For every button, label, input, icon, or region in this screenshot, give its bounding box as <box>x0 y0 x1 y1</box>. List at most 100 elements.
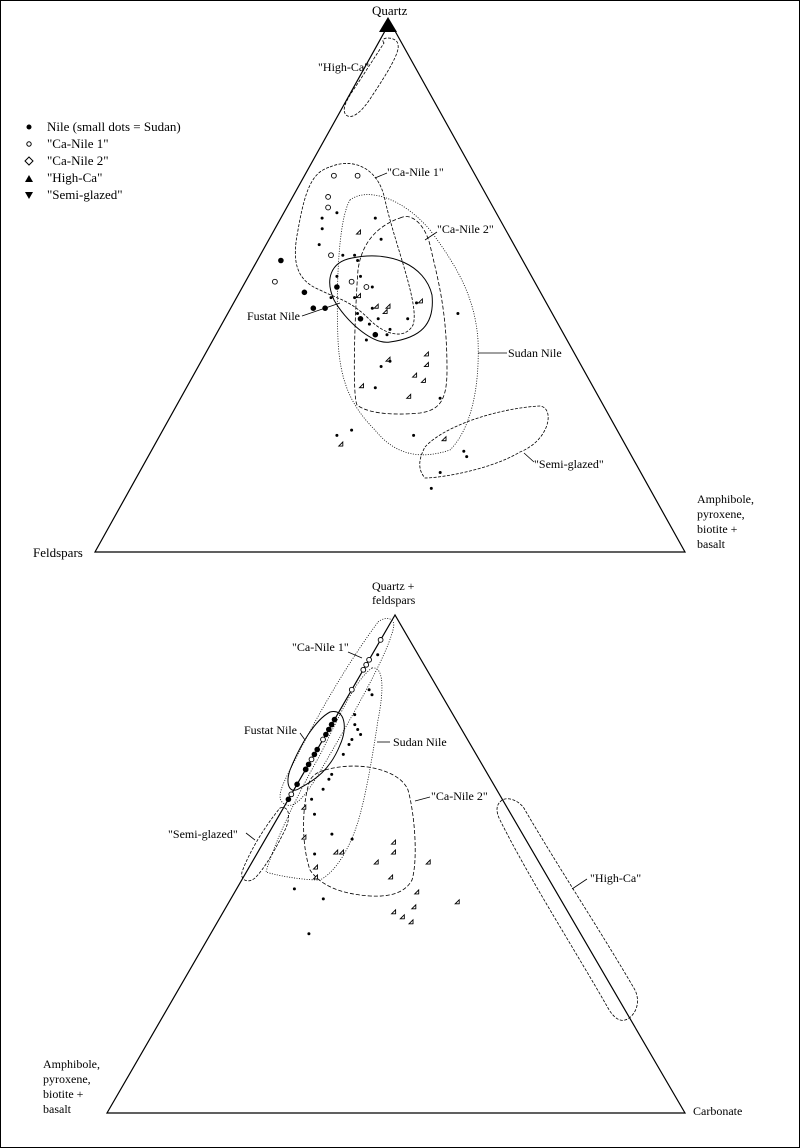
legend-label-nile: Nile (small dots = Sudan) <box>47 119 181 134</box>
top-point-fustat-nile-6 <box>310 305 317 312</box>
bottom-apex-label-left-2: pyroxene, <box>43 1072 91 1086</box>
bottom-field-label-semi-glazed: "Semi-glazed" <box>168 827 238 841</box>
top-point-ca-nile-2-14 <box>411 372 418 378</box>
top-point-ca-nile-2-12 <box>405 393 412 399</box>
bottom-point-nile-sudan-5 <box>356 728 360 731</box>
bottom-point-ca-nile-2-2 <box>332 848 339 855</box>
top-triangle-frame <box>93 20 687 553</box>
bottom-leader-ca-nile-2 <box>414 796 431 802</box>
top-point-nile-sudan-27 <box>465 455 469 459</box>
top-point-ca-nile-1-2 <box>325 194 331 200</box>
top-point-nile-sudan-2 <box>379 237 383 241</box>
bottom-apex-label-top-2: feldspars <box>372 593 416 607</box>
bottom-point-semi-glazed-1 <box>240 0 246 871</box>
bottom-apex-label-left-3: biotite + <box>43 1087 84 1101</box>
top-point-nile-sudan-10 <box>329 296 333 300</box>
top-field-semi-glazed <box>419 405 549 479</box>
bottom-apex-label-left-4: basalt <box>43 1102 72 1116</box>
top-point-ca-nile-1-3 <box>325 204 331 211</box>
top-point-ca-nile-2-4 <box>384 303 391 309</box>
top-apex-label-right-4: basalt <box>697 537 726 551</box>
top-field-label-sudan-nile: Sudan Nile <box>508 346 562 360</box>
bottom-field-high-ca <box>496 798 638 1021</box>
bottom-point-ca-nile-1-8 <box>288 791 295 798</box>
top-field-label-ca-nile-1: "Ca-Nile 1" <box>387 165 444 179</box>
top-point-nile-sudan-19 <box>388 359 392 363</box>
top-apex-label-right-1: Amphibole, <box>697 492 754 506</box>
legend-label-high-ca: "High-Ca" <box>47 170 102 185</box>
top-leader-ca-nile-2 <box>424 231 438 241</box>
bottom-ternary-plot: Quartz + feldspars Amphibole, pyroxene, … <box>43 0 742 1118</box>
legend-symbol-high-ca <box>25 175 33 182</box>
top-point-nile-sudan-30 <box>456 312 460 315</box>
top-point-nile-sudan-3 <box>353 253 357 257</box>
bottom-field-fustat-nile <box>287 711 345 791</box>
top-point-nile-sudan-26 <box>462 449 466 453</box>
bottom-point-ca-nile-2-1 <box>300 834 307 840</box>
top-point-nile-sudan-18 <box>364 338 368 342</box>
bottom-point-nile-sudan-13 <box>310 797 314 801</box>
bottom-point-ca-nile-2-15 <box>312 873 318 880</box>
top-field-label-semi-glazed: "Semi-glazed" <box>534 457 604 471</box>
bottom-point-ca-nile-2-13 <box>399 913 405 920</box>
top-point-nile-sudan-23 <box>350 428 354 432</box>
bottom-point-ca-nile-2-12 <box>390 908 397 915</box>
top-point-ca-nile-2-10 <box>337 440 344 447</box>
top-point-ca-nile-2-9 <box>358 382 364 389</box>
top-point-ca-nile-2-8 <box>423 361 429 367</box>
top-apex-label-right-2: pyroxene, <box>697 507 745 521</box>
top-field-label-fustat-nile: Fustat Nile <box>247 309 300 323</box>
bottom-point-nile-sudan-2 <box>370 693 374 697</box>
bottom-point-fustat-nile-9 <box>285 796 292 803</box>
top-apex-label-right-3: biotite + <box>697 522 738 536</box>
bottom-point-fustat-nile-7 <box>302 766 309 773</box>
top-point-ca-nile-1-7 <box>363 284 370 290</box>
bottom-point-nile-sudan-7 <box>350 738 354 741</box>
top-leader-semi-glazed <box>523 452 535 463</box>
bottom-leader-semi-glazed <box>245 832 256 841</box>
bottom-point-ca-nile-1-0 <box>377 637 384 643</box>
legend-label-ca-nile-2: "Ca-Nile 2" <box>47 153 109 168</box>
bottom-point-nile-sudan-9 <box>341 752 345 756</box>
top-leader-ca-nile-1 <box>374 172 388 179</box>
bottom-point-nile-sudan-16 <box>292 887 296 891</box>
top-point-nile-sudan-14 <box>376 317 380 321</box>
bottom-field-label-ca-nile-1: "Ca-Nile 1" <box>292 640 349 654</box>
legend-label-ca-nile-1: "Ca-Nile 1" <box>47 136 109 151</box>
bottom-leader-high-ca <box>571 878 588 890</box>
bottom-field-ca-nile-2 <box>303 765 416 897</box>
top-point-nile-sudan-8 <box>335 285 339 289</box>
top-field-fustat-nile <box>329 255 433 343</box>
top-point-nile-sudan-0 <box>335 211 339 215</box>
top-point-fustat-nile-4 <box>357 316 364 322</box>
bottom-field-label-high-ca: "High-Ca" <box>590 871 641 885</box>
top-field-ca-nile-2 <box>353 216 448 415</box>
bottom-point-nile-sudan-12 <box>321 787 325 791</box>
top-apex-label-feldspars: Feldspars <box>33 545 83 560</box>
bottom-point-nile-sudan-15 <box>313 852 317 856</box>
top-point-ca-nile-1-1 <box>354 172 361 179</box>
bottom-triangle-frame <box>105 613 687 1114</box>
top-field-ca-nile-1 <box>295 163 415 335</box>
bottom-leader-ca-nile-1 <box>347 651 363 659</box>
bottom-point-fustat-nile-0 <box>331 716 338 723</box>
bottom-field-semi-glazed <box>241 807 290 882</box>
bottom-point-ca-nile-1-6 <box>308 756 315 763</box>
top-point-ca-nile-2-7 <box>423 350 429 357</box>
top-point-nile-sudan-12 <box>370 306 374 310</box>
bottom-field-label-ca-nile-2: "Ca-Nile 2" <box>431 789 488 803</box>
top-point-nile-sudan-1 <box>373 216 377 220</box>
legend-symbol-ca-nile-1 <box>26 141 32 147</box>
top-point-nile-sudan-31 <box>320 227 324 231</box>
legend-symbol-nile <box>26 124 32 130</box>
top-point-ca-nile-1-4 <box>272 278 278 285</box>
bottom-point-fustat-nile-3 <box>323 731 329 738</box>
top-point-fustat-nile-3 <box>322 305 328 312</box>
top-point-ca-nile-1-0 <box>331 172 337 179</box>
bottom-point-nile-sudan-11 <box>327 777 331 781</box>
top-point-fustat-nile-1 <box>301 289 308 296</box>
bottom-point-ca-nile-2-3 <box>338 848 344 855</box>
top-point-ca-nile-1-5 <box>328 252 334 259</box>
bottom-field-sudan-nile <box>265 667 383 881</box>
